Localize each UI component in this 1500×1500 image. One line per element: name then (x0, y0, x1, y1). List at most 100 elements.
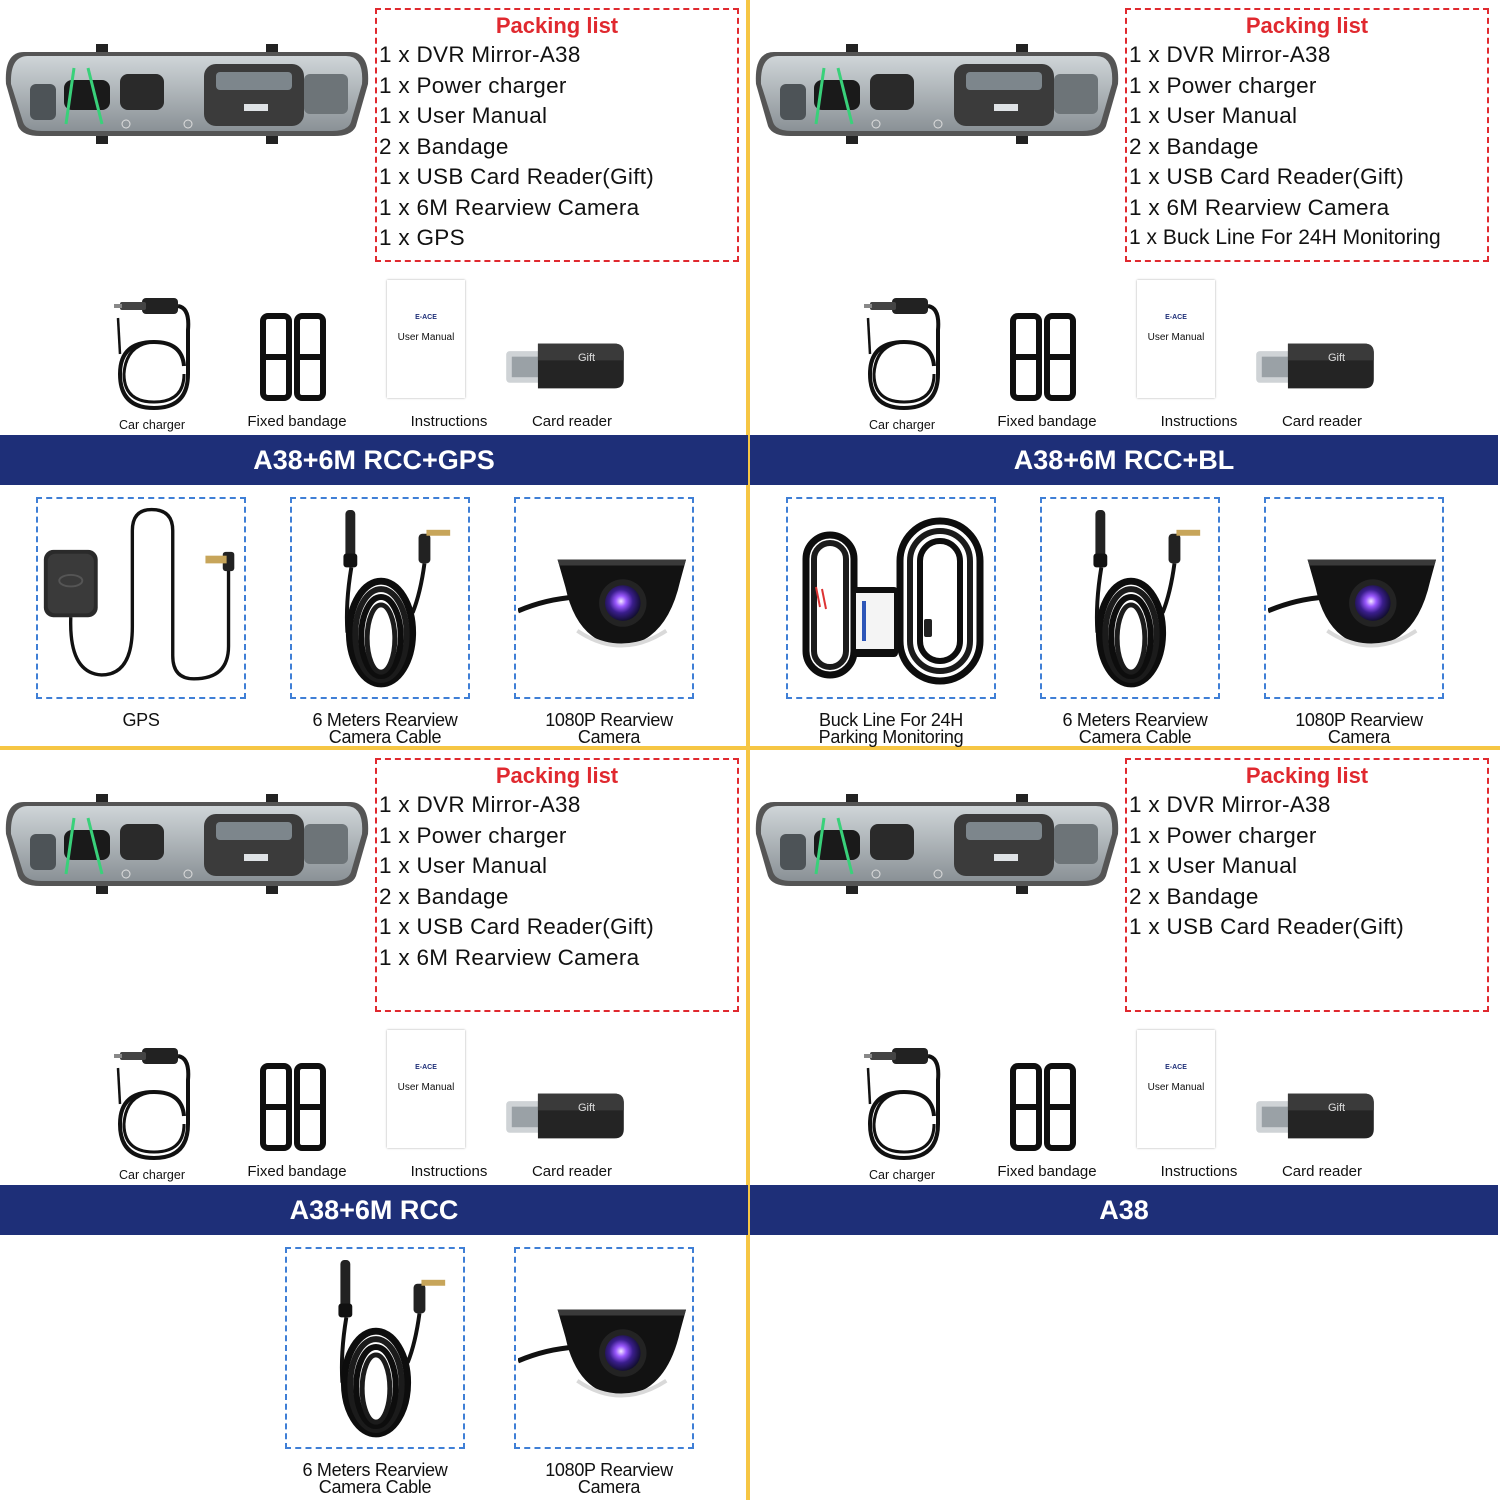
bundle-banner: A38+6M RCC+GPS (0, 435, 748, 485)
item-box-gps (36, 497, 246, 699)
packing-list-box: Packing list 1 x DVR Mirror-A38 1 x Powe… (375, 8, 739, 262)
packing-item: 1 x Power charger (379, 822, 567, 848)
item-box-camera (514, 497, 694, 699)
manual-brand-logo: E-ACE (1165, 314, 1187, 321)
fixed-bandage-label: Fixed bandage (247, 413, 347, 430)
item-box-cable (290, 497, 470, 699)
packing-list-title: Packing list (495, 763, 619, 788)
bandage-image (259, 312, 329, 402)
gps-label: GPS (122, 710, 160, 730)
item-box-cable (1040, 497, 1220, 699)
bundle-rcc-gps: Packing list 1 x DVR Mirror-A38 1 x Powe… (0, 0, 748, 748)
card-reader-label: Card reader (1281, 413, 1363, 430)
card-reader-gift-text: Gift (578, 1102, 596, 1114)
manual-title: User Manual (397, 1082, 455, 1093)
packing-item: 2 x Bandage (379, 133, 509, 159)
accessory-fixed-bandage: Fixed bandage (227, 280, 367, 430)
rearview-cable-image (1046, 503, 1214, 693)
car-charger-image (862, 1044, 942, 1164)
dvr-mirror-image (754, 44, 1120, 144)
packing-item: 1 x USB Card Reader(Gift) (1129, 164, 1405, 189)
packing-item: 1 x USB Card Reader(Gift) (1129, 914, 1405, 939)
item-box-buckline (786, 497, 996, 699)
user-manual-image: E-ACE User Manual (1137, 280, 1215, 398)
packing-item: 1 x 6M Rearview Camera (379, 944, 640, 970)
horizontal-divider (0, 746, 1500, 750)
bundle-banner: A38 (750, 1185, 1498, 1235)
bundle-rcc: Packing list 1 x DVR Mirror-A38 1 x Powe… (0, 750, 748, 1498)
bandage-image (1009, 1062, 1079, 1152)
packing-item: 1 x DVR Mirror-A38 (1129, 792, 1331, 817)
car-charger-image (112, 1044, 192, 1164)
accessory-instructions: E-ACE User Manual Instructions (379, 280, 519, 430)
user-manual-image: E-ACE User Manual (387, 1030, 465, 1148)
packing-item: 1 x Power charger (1129, 72, 1317, 98)
packing-item: 1 x DVR Mirror-A38 (379, 792, 581, 817)
car-charger-image (112, 294, 192, 414)
card-reader-image (502, 1088, 628, 1144)
card-reader-gift-text: Gift (1328, 352, 1346, 364)
accessory-card-reader: Gift Card reader (502, 1030, 642, 1180)
accessory-car-charger: Car charger (82, 1030, 222, 1182)
cable-label: 6 Meters Rearview Camera Cable (312, 710, 458, 747)
accessory-fixed-bandage: Fixed bandage (977, 280, 1117, 430)
rearview-camera-image (1268, 551, 1442, 661)
cable-label: 6 Meters Rearview Camera Cable (302, 1460, 448, 1497)
bundle-banner: A38+6M RCC+BL (750, 435, 1498, 485)
accessory-card-reader: Gift Card reader (1252, 280, 1392, 430)
packing-list-box: Packing list 1 x DVR Mirror-A38 1 x Powe… (1125, 758, 1489, 1012)
packing-list-title: Packing list (1245, 13, 1369, 38)
packing-item: 1 x USB Card Reader(Gift) (379, 914, 655, 939)
dvr-mirror-image (4, 44, 370, 144)
rearview-cable-image (291, 1253, 459, 1443)
card-reader-image (1252, 1088, 1378, 1144)
bandage-image (259, 1062, 329, 1152)
packing-item: 1 x User Manual (1129, 103, 1298, 128)
packing-list: 1 x DVR Mirror-A38 1 x Power charger 1 x… (1127, 40, 1487, 254)
bandage-image (1009, 312, 1079, 402)
packing-item: 1 x User Manual (379, 103, 548, 128)
buckline-label: Buck Line For 24H Parking Monitoring (818, 710, 964, 747)
bundle-rcc-bl: Packing list 1 x DVR Mirror-A38 1 x Powe… (750, 0, 1498, 748)
packing-item: 1 x User Manual (379, 853, 548, 878)
packing-item: 1 x GPS (379, 225, 465, 250)
manual-brand-logo: E-ACE (1165, 1064, 1187, 1071)
packing-list-title: Packing list (495, 13, 619, 38)
user-manual-image: E-ACE User Manual (1137, 1030, 1215, 1148)
card-reader-label: Card reader (531, 1163, 613, 1180)
packing-list: 1 x DVR Mirror-A38 1 x Power charger 1 x… (377, 790, 737, 973)
rearview-cable-image (296, 503, 464, 693)
packing-list: 1 x DVR Mirror-A38 1 x Power charger 1 x… (1127, 790, 1487, 943)
accessory-fixed-bandage: Fixed bandage (977, 1030, 1117, 1180)
manual-title: User Manual (397, 332, 455, 343)
packing-item: 1 x Power charger (1129, 822, 1317, 848)
instructions-label: Instructions (1160, 1163, 1238, 1180)
packing-item: 1 x Buck Line For 24H Monitoring (1129, 226, 1441, 249)
accessory-card-reader: Gift Card reader (1252, 1030, 1392, 1180)
packing-list: 1 x DVR Mirror-A38 1 x Power charger 1 x… (377, 40, 737, 254)
packing-item: 2 x Bandage (1129, 883, 1259, 909)
packing-item: 1 x USB Card Reader(Gift) (379, 164, 655, 189)
card-reader-image (1252, 338, 1378, 394)
packing-list-title: Packing list (1245, 763, 1369, 788)
manual-brand-logo: E-ACE (415, 1064, 437, 1071)
packing-item: 2 x Bandage (379, 883, 509, 909)
vertical-divider (746, 0, 750, 1500)
item-box-cable (285, 1247, 465, 1449)
car-charger-label: Car charger (869, 418, 935, 432)
instructions-label: Instructions (1160, 413, 1238, 430)
card-reader-label: Card reader (1281, 1163, 1363, 1180)
camera-label: 1080P Rearview Camera (545, 710, 673, 747)
dvr-mirror-image (4, 794, 370, 894)
instructions-label: Instructions (410, 413, 488, 430)
car-charger-label: Car charger (869, 1168, 935, 1182)
manual-title: User Manual (1147, 332, 1205, 343)
manual-title: User Manual (1147, 1082, 1205, 1093)
card-reader-image (502, 338, 628, 394)
packing-item: 1 x 6M Rearview Camera (379, 194, 640, 220)
user-manual-image: E-ACE User Manual (387, 280, 465, 398)
accessory-instructions: E-ACE User Manual Instructions (1129, 280, 1269, 430)
packing-item: 1 x 6M Rearview Camera (1129, 194, 1390, 220)
car-charger-image (862, 294, 942, 414)
packing-item: 1 x DVR Mirror-A38 (1129, 42, 1331, 67)
